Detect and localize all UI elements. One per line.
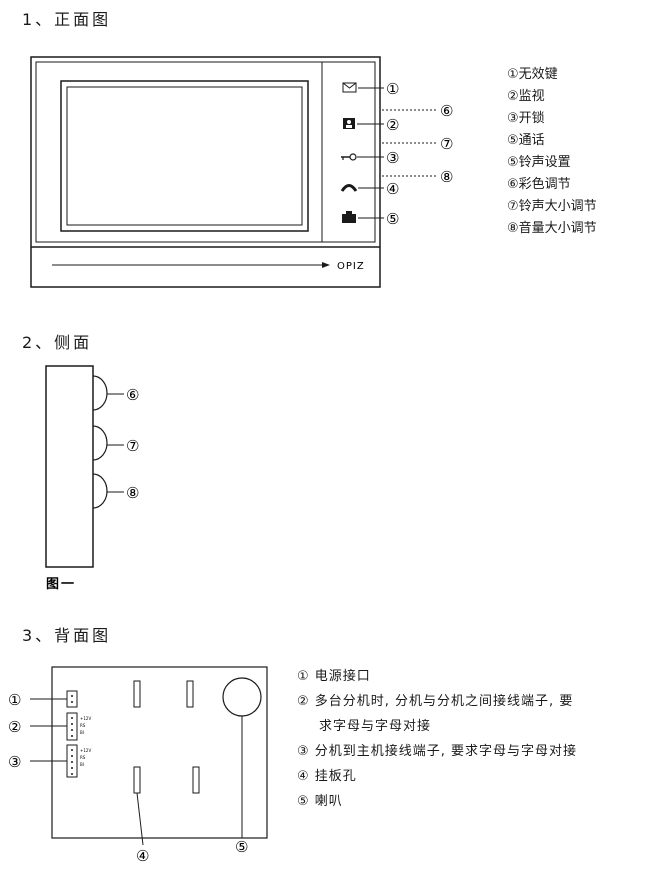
- back-callout-5: ⑤: [235, 838, 248, 856]
- side-view-diagram: ⑥ ⑦ ⑧ 图一: [45, 365, 139, 592]
- legend-item: ⑤ 喇叭: [297, 794, 343, 809]
- bottom-strip-arrow-icon: [322, 262, 330, 268]
- monitor-icon: [343, 118, 355, 129]
- brand-logo: OPIZ: [337, 261, 365, 272]
- legend-item: ⑥彩色调节: [507, 177, 571, 192]
- terminal-label: RS: [80, 723, 86, 728]
- speaker-grille: [222, 677, 262, 717]
- back-leader-4: [136, 792, 144, 846]
- front-screen: [66, 86, 303, 226]
- legend-item: ④ 挂板孔: [297, 769, 357, 784]
- callout-2: ②: [386, 116, 399, 134]
- envelope-icon: [342, 82, 357, 93]
- terminal-label: BI: [80, 730, 84, 735]
- callout-6: ⑥: [440, 102, 453, 120]
- mount-slot: [186, 680, 194, 708]
- mount-slot: [133, 766, 141, 794]
- back-callout-2: ②: [8, 718, 21, 736]
- side-callout-8: ⑧: [126, 484, 139, 502]
- front-legend: ①无效键 ②监视 ③开锁 ⑤通话 ⑤铃声设置 ⑥彩色调节 ⑦铃声大小调节 ⑧音量…: [507, 64, 597, 240]
- callout-4: ④: [386, 180, 399, 198]
- section-title-back: 3、背面图: [22, 626, 112, 645]
- legend-item: ② 多台分机时, 分机与分机之间接线端子, 要: [297, 694, 574, 709]
- legend-item: ① 电源接口: [297, 669, 371, 684]
- figure-caption: 图一: [46, 577, 76, 592]
- front-view-diagram: ① ② ③ ④ ⑤ ⑥ ⑦ ⑧ OPIZ: [30, 56, 453, 288]
- back-housing: [51, 666, 268, 839]
- back-legend: ① 电源接口 ② 多台分机时, 分机与分机之间接线端子, 要 求字母与字母对接 …: [297, 664, 577, 814]
- terminal-label: +12V: [80, 716, 91, 721]
- side-callout-7: ⑦: [126, 437, 139, 455]
- side-knob-6: [92, 375, 108, 411]
- phone-icon: [340, 184, 358, 192]
- terminal-label: RS: [80, 755, 86, 760]
- terminal-label: +12V: [80, 748, 91, 753]
- legend-item: 求字母与字母对接: [319, 719, 432, 734]
- side-knob-7: [92, 425, 108, 461]
- side-callout-6: ⑥: [126, 386, 139, 404]
- side-housing: [45, 365, 94, 568]
- front-housing: [30, 56, 381, 288]
- back-callout-1: ①: [8, 691, 21, 709]
- callout-1: ①: [386, 80, 399, 98]
- callout-8: ⑧: [440, 168, 453, 186]
- legend-item: ③ 分机到主机接线端子, 要求字母与字母对接: [297, 744, 578, 759]
- mount-slot: [192, 766, 200, 794]
- terminal-label: BI: [80, 762, 84, 767]
- legend-item: ⑤铃声设置: [507, 155, 571, 170]
- front-bezel: [35, 61, 376, 243]
- section-title-front: 1、正面图: [22, 10, 112, 29]
- legend-item: ①无效键: [507, 67, 558, 82]
- legend-item: ②监视: [507, 89, 545, 104]
- callout-3: ③: [386, 149, 399, 167]
- front-screen-outer: [60, 80, 309, 232]
- legend-item: ⑤通话: [507, 133, 545, 148]
- side-knob-8: [92, 473, 108, 509]
- legend-item: ③开锁: [507, 111, 545, 126]
- section-title-side: 2、侧面: [22, 333, 93, 352]
- back-view-diagram: +12V RS BI +12V RS BI ① ② ③ ④ ⑤: [8, 666, 268, 865]
- key-icon: [341, 153, 357, 161]
- back-callout-4: ④: [136, 847, 149, 865]
- callout-7: ⑦: [440, 135, 453, 153]
- camera-icon: [342, 211, 356, 223]
- power-terminal: [66, 690, 78, 708]
- back-callout-3: ③: [8, 753, 21, 771]
- terminal-pins: [71, 695, 73, 775]
- legend-item: ⑦铃声大小调节: [507, 199, 597, 214]
- mount-slot: [133, 680, 141, 708]
- legend-item: ⑧音量大小调节: [507, 221, 597, 236]
- callout-5: ⑤: [386, 210, 399, 228]
